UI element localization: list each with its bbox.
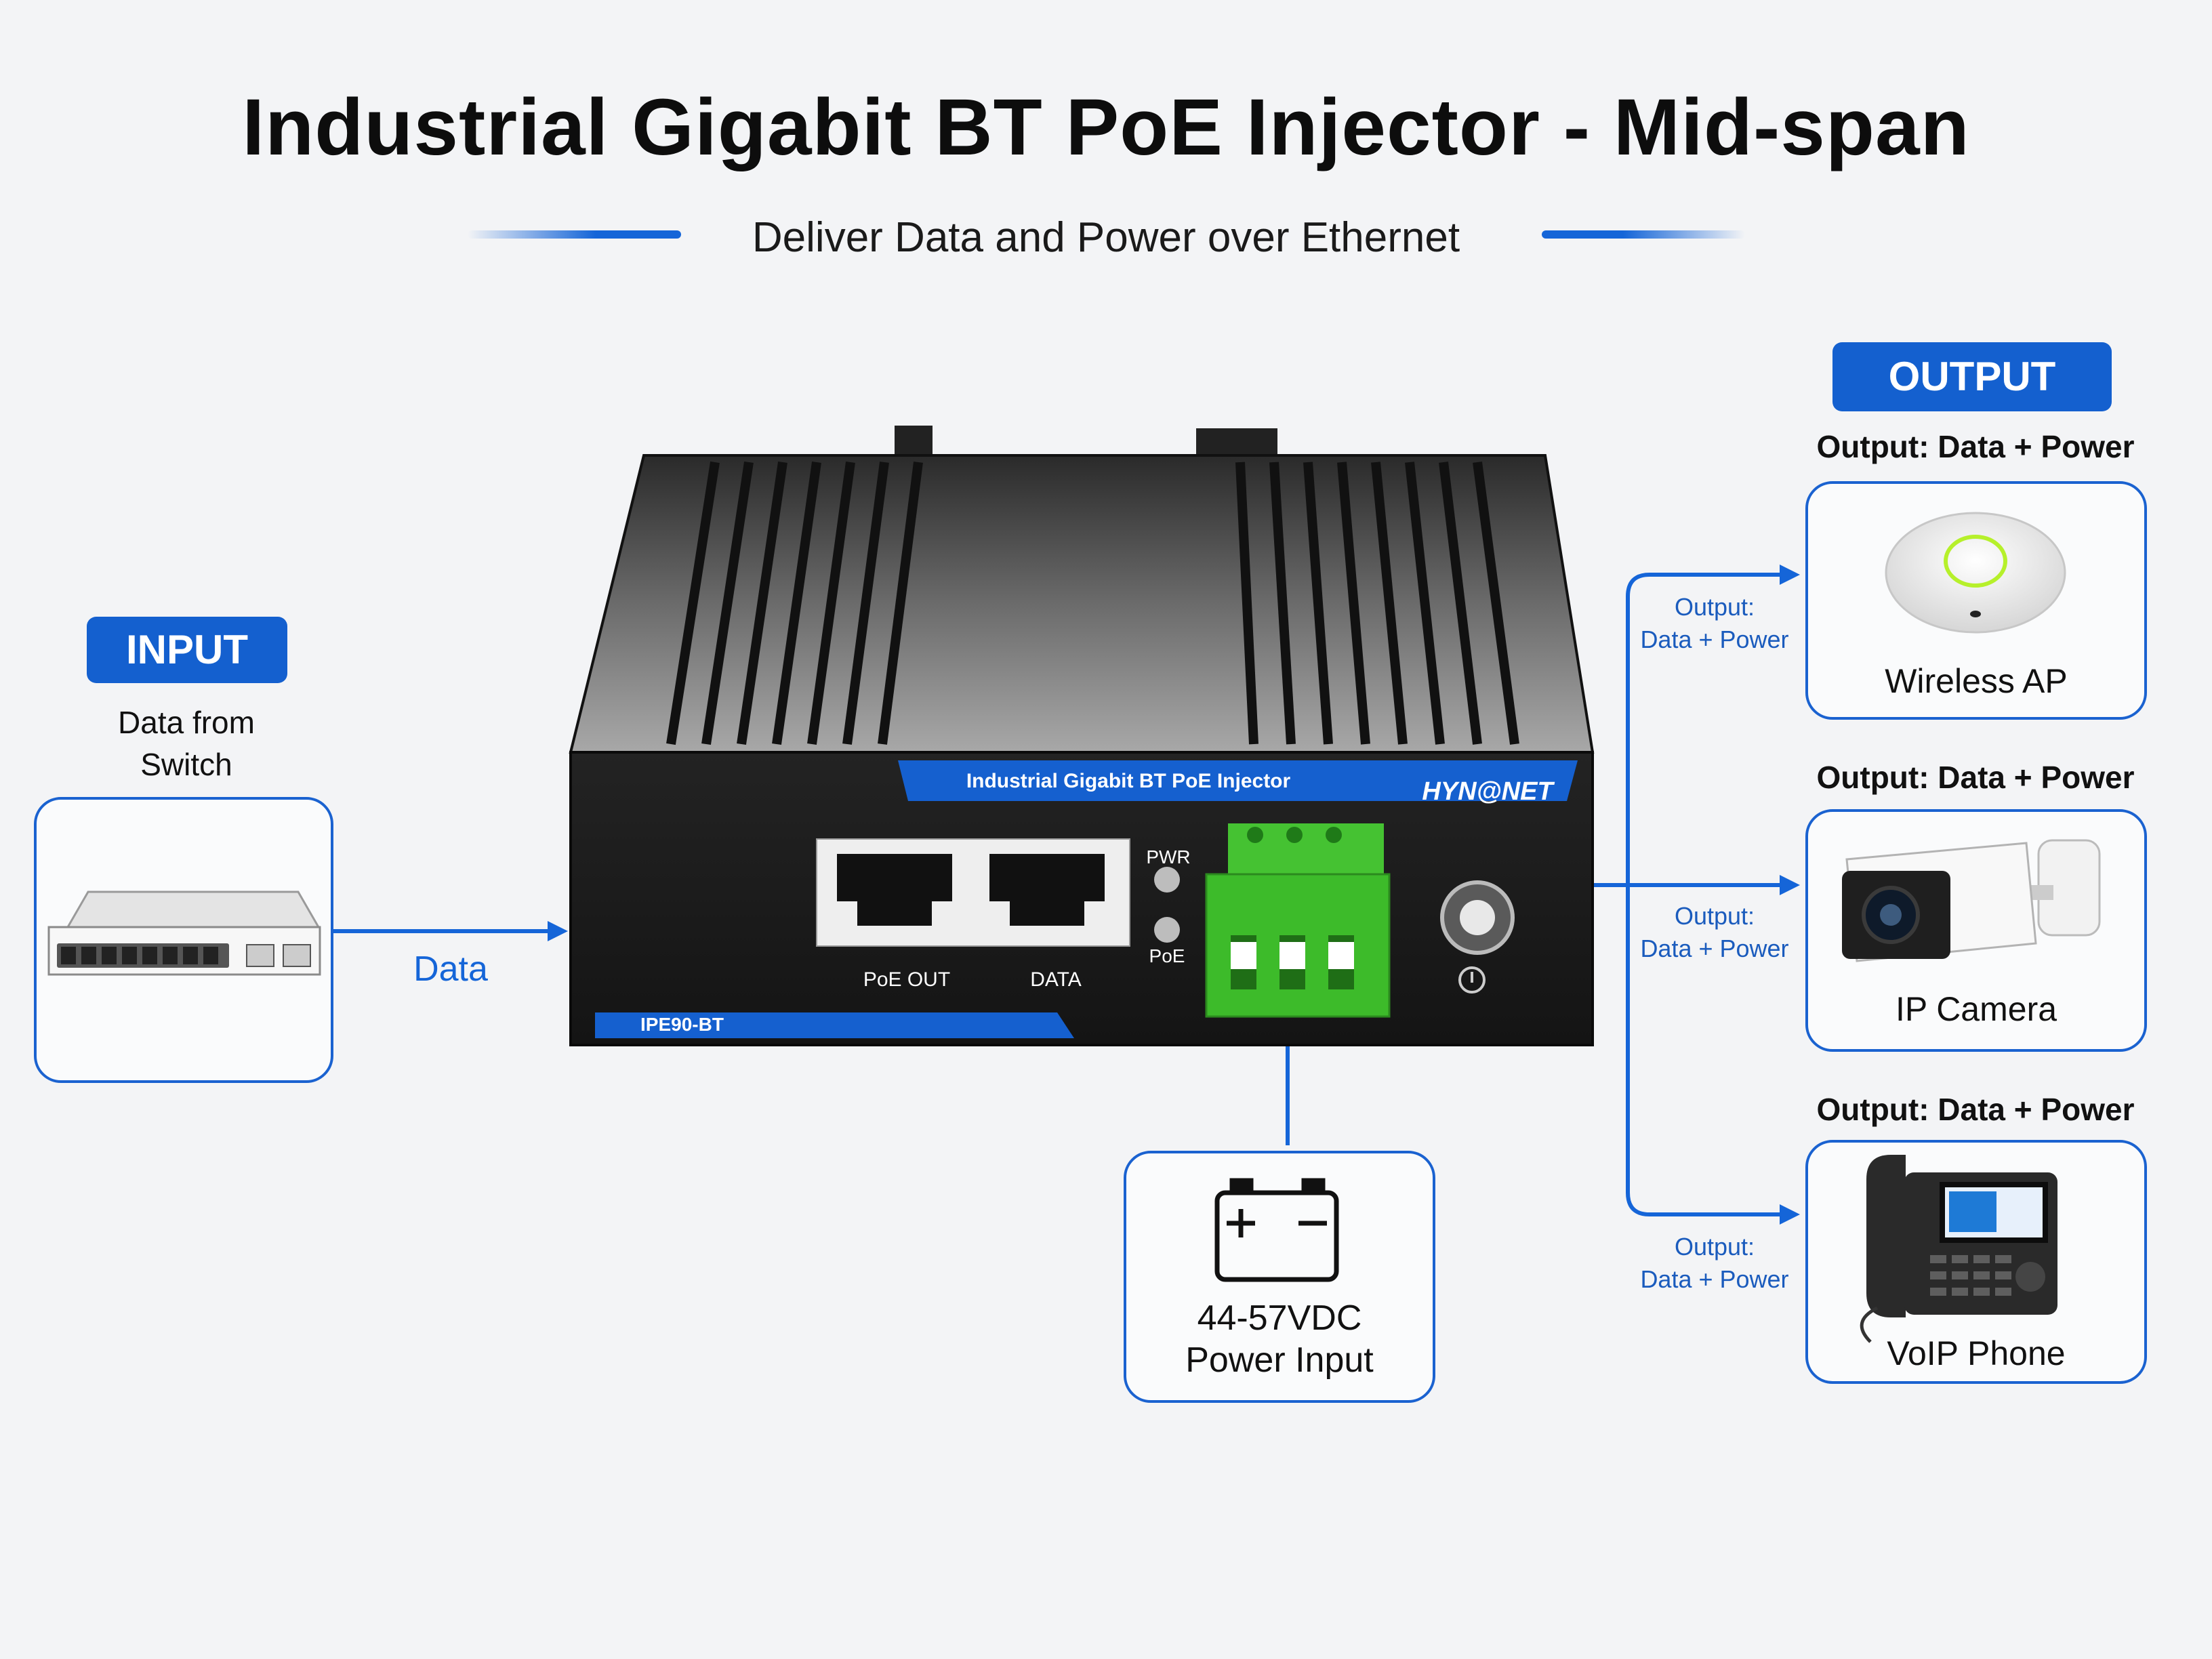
subtitle-divider-left (468, 230, 681, 239)
output-link-line1: Output: (1674, 1233, 1755, 1261)
rj45-port-poe-out (837, 854, 952, 926)
page-title: Industrial Gigabit BT PoE Injector - Mid… (242, 83, 1970, 172)
poe-led-label: PoE (1149, 945, 1185, 966)
power-terminal-block (1205, 823, 1391, 1018)
output-link-line2: Data + Power (1640, 1265, 1789, 1293)
power-input-text: 44-57VDC Power Input (1126, 1297, 1433, 1381)
power-input-label: Power Input (1185, 1340, 1374, 1380)
poe-injector-device: Industrial Gigabit BT PoE Injector HYN@N… (569, 426, 1595, 1046)
input-badge: INPUT (87, 617, 287, 683)
output-link-label-camera: Output: Data + Power (1626, 900, 1803, 965)
input-description: Data from Switch (68, 701, 305, 785)
output-link-line2: Data + Power (1640, 935, 1789, 962)
output-link-label-phone: Output: Data + Power (1626, 1231, 1803, 1296)
power-symbol-icon (1458, 966, 1486, 994)
battery-icon (1214, 1178, 1339, 1282)
wireless-ap-name: Wireless AP (1885, 662, 2068, 700)
output-link-line1: Output: (1674, 902, 1755, 930)
network-switch-icon (47, 890, 321, 976)
output-title-phone: Output: Data + Power (1816, 1092, 2135, 1127)
subtitle-divider-right (1542, 230, 1745, 239)
output-link-label-ap: Output: Data + Power (1626, 591, 1803, 656)
output-link-line2: Data + Power (1640, 626, 1789, 653)
output-arrow-ap (1626, 565, 1800, 885)
page-subtitle: Deliver Data and Power over Ethernet (752, 214, 1460, 261)
voip-phone-name: VoIP Phone (1887, 1334, 2066, 1372)
output-arrow-phone (1626, 885, 1800, 1225)
ip-camera-name: IP Camera (1895, 990, 2057, 1028)
output-link-line1: Output: (1674, 593, 1755, 621)
brand-logo: HYN@NET (1422, 777, 1555, 806)
heat-sink-fins-left (666, 461, 923, 745)
heat-sink-fins-right (1235, 462, 1519, 745)
device-banner-text: Industrial Gigabit BT PoE Injector (966, 770, 1291, 792)
poe-out-port-label: PoE OUT (863, 968, 950, 991)
pwr-led-label: PWR (1146, 846, 1190, 867)
rj45-port-data (989, 854, 1105, 926)
pwr-led (1154, 867, 1180, 893)
data-port-label: DATA (1030, 968, 1082, 991)
voip-phone-icon (1860, 1155, 2057, 1343)
input-description-line1: Data from (118, 705, 255, 740)
wireless-ap-icon (1885, 512, 2066, 634)
output-title-camera: Output: Data + Power (1816, 760, 2135, 795)
power-input-card: 44-57VDC Power Input (1124, 1151, 1435, 1403)
output-title-ap: Output: Data + Power (1816, 429, 2135, 464)
ip-camera-icon (1842, 839, 2101, 962)
model-strip (595, 1012, 1074, 1038)
output-badge: OUTPUT (1832, 342, 2112, 411)
model-label: IPE90-BT (640, 1014, 724, 1035)
device-banner (898, 760, 1578, 801)
input-description-line2: Switch (140, 747, 232, 782)
data-link-label: Data (413, 949, 488, 989)
poe-led (1154, 917, 1180, 943)
power-voltage: 44-57VDC (1197, 1298, 1362, 1338)
